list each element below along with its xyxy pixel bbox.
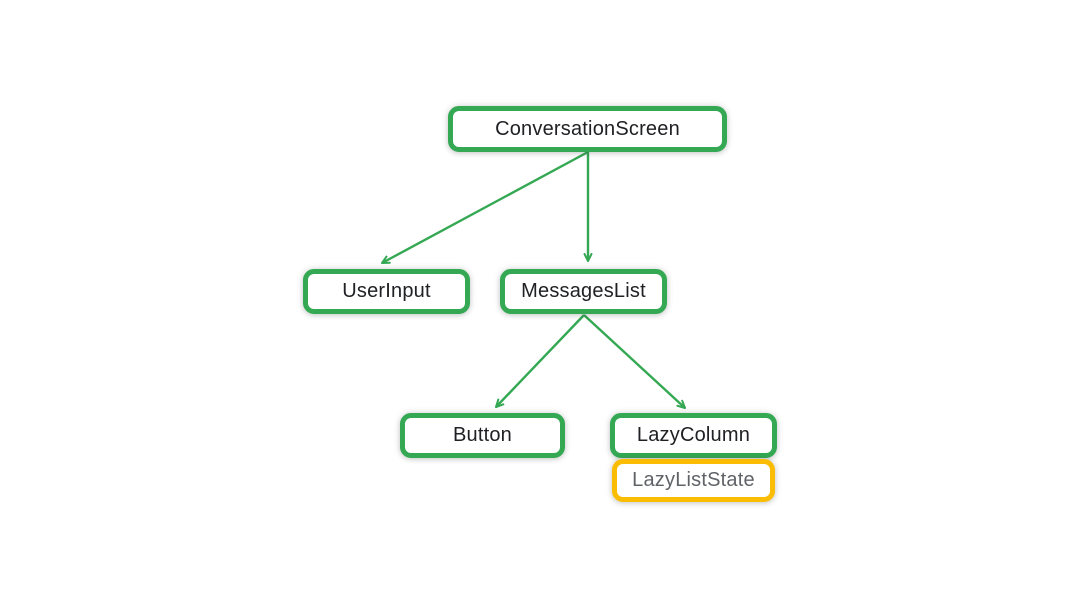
node-button: Button: [400, 413, 565, 458]
node-lazycolumn: LazyColumn: [610, 413, 777, 458]
node-userinput: UserInput: [303, 269, 470, 314]
node-lazyliststate-label: LazyListState: [632, 469, 755, 491]
edge-conversationscreen-userinput: [381, 150, 589, 265]
node-button-label: Button: [452, 424, 513, 446]
node-userinput-label: UserInput: [342, 280, 431, 302]
node-messageslist: MessagesList: [500, 269, 667, 314]
node-conversationscreen: ConversationScreen: [448, 106, 727, 152]
edge-messageslist-button: [495, 314, 585, 408]
node-messageslist-label: MessagesList: [521, 280, 646, 302]
node-lazycolumn-label: LazyColumn: [636, 424, 751, 446]
node-conversationscreen-label: ConversationScreen: [495, 117, 680, 140]
edge-messageslist-lazycolumn: [583, 314, 686, 409]
node-lazyliststate: LazyListState: [612, 459, 775, 502]
